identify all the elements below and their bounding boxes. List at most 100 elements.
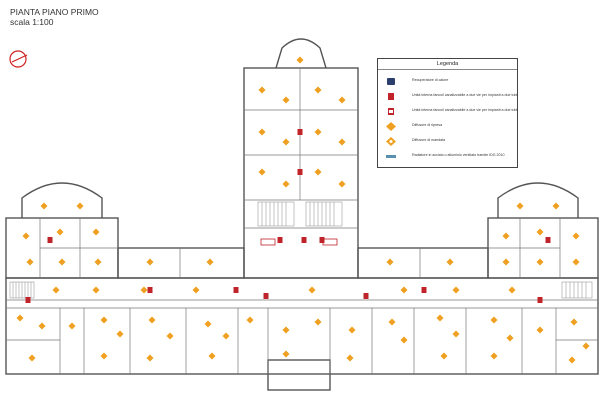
diffuser-icon: [536, 228, 544, 236]
diffuser-icon: [506, 334, 514, 342]
legend-row: Diffusore di ripresa: [378, 120, 517, 134]
drawing-scale: scala 1:100: [10, 17, 54, 27]
diffuser-icon: [314, 86, 322, 94]
diffuser-icon: [296, 56, 304, 64]
fancoil-icon: [233, 287, 239, 293]
diffusore-mandata-icon: [386, 137, 396, 146]
diffuser-icon: [52, 286, 60, 294]
fancoil-dual-icon: [388, 93, 394, 100]
diffuser-icon: [386, 258, 394, 266]
legend-title: Legenda: [378, 61, 517, 70]
legend-label: Unità interna fancoil canalizzabile a du…: [412, 108, 518, 112]
diffuser-icon: [146, 354, 154, 362]
diffuser-icon: [100, 352, 108, 360]
diffusore-ripresa-icon: [386, 122, 396, 131]
diffuser-icon: [148, 316, 156, 324]
diffuser-icon: [28, 354, 36, 362]
staircase-central: [257, 201, 343, 227]
diffuser-icon: [258, 86, 266, 94]
diffuser-icon: [568, 356, 576, 364]
fancoil-icon: [297, 129, 303, 135]
staircase-right: [561, 281, 593, 299]
diffuser-icon: [508, 286, 516, 294]
legend-row: Diffusore di mandata: [378, 135, 517, 149]
diffuser-icon: [100, 316, 108, 324]
diffuser-icon: [38, 322, 46, 330]
diffuser-icon: [582, 342, 590, 350]
diffuser-icon: [92, 286, 100, 294]
diffuser-icon: [282, 180, 290, 188]
diffuser-icon: [22, 232, 30, 240]
diffuser-icon: [40, 202, 48, 210]
drawing-title: PIANTA PIANO PRIMO scala 1:100: [10, 7, 99, 27]
fancoil-layer: [25, 129, 551, 303]
diffuser-icon: [206, 258, 214, 266]
diffuser-icon: [314, 168, 322, 176]
radiatore-icon: [386, 155, 396, 158]
diffuser-icon: [146, 258, 154, 266]
diffuser-icon: [446, 258, 454, 266]
diffuser-icon: [388, 318, 396, 326]
diffuser-icon: [346, 354, 354, 362]
fancoil-icon: [297, 169, 303, 175]
diffuser-icon: [338, 138, 346, 146]
legend-row: Recuperatore di calore: [378, 75, 517, 89]
legend-row: Radiatore in acciaio o alluminio ventila…: [378, 150, 517, 164]
diffuser-icon: [502, 258, 510, 266]
diffuser-icon: [452, 330, 460, 338]
fancoil-icon: [277, 237, 283, 243]
diffuser-icon: [116, 330, 124, 338]
diffuser-icon: [76, 202, 84, 210]
diffuser-icon: [166, 332, 174, 340]
fancoil-icon: [47, 237, 53, 243]
fancoil-quad-icon: [388, 108, 394, 115]
diffuser-icon: [502, 232, 510, 240]
diffuser-icon: [222, 332, 230, 340]
diffuser-icon: [282, 96, 290, 104]
legend-row: Unità interna fancoil canalizzabile a du…: [378, 90, 517, 104]
fancoil-icon: [147, 287, 153, 293]
fancoil-icon: [421, 287, 427, 293]
diffuser-layer: [16, 56, 590, 364]
fancoil-icon: [301, 237, 307, 243]
diffuser-icon: [536, 326, 544, 334]
diffuser-icon: [204, 320, 212, 328]
diffuser-icon: [436, 314, 444, 322]
north-arrow-icon: [9, 50, 28, 68]
diffuser-icon: [314, 318, 322, 326]
drawing-title-main: PIANTA PIANO PRIMO: [10, 7, 99, 17]
diffuser-icon: [572, 258, 580, 266]
diffuser-icon: [16, 314, 24, 322]
legend-label: Recuperatore di calore: [412, 78, 449, 82]
diffuser-icon: [572, 232, 580, 240]
fancoil-icon: [25, 297, 31, 303]
diffuser-icon: [68, 322, 76, 330]
diffuser-icon: [208, 352, 216, 360]
diffuser-icon: [282, 326, 290, 334]
legend-label: Diffusore di ripresa: [412, 123, 443, 127]
diffuser-icon: [348, 326, 356, 334]
recuperatore-icon: [322, 238, 338, 246]
diffuser-icon: [440, 352, 448, 360]
recuperatore-layer: [260, 238, 338, 246]
diffuser-icon: [314, 128, 322, 136]
diffuser-icon: [192, 286, 200, 294]
recuperatore-icon: [260, 238, 276, 246]
diffuser-icon: [282, 138, 290, 146]
fancoil-icon: [319, 237, 325, 243]
diffuser-icon: [140, 286, 148, 294]
diffuser-icon: [400, 336, 408, 344]
diffuser-icon: [58, 258, 66, 266]
diffuser-icon: [56, 228, 64, 236]
fancoil-icon: [545, 237, 551, 243]
diffuser-icon: [570, 318, 578, 326]
fancoil-icon: [363, 293, 369, 299]
diffuser-icon: [94, 258, 102, 266]
diffuser-icon: [452, 286, 460, 294]
diffuser-icon: [92, 228, 100, 236]
diffuser-icon: [26, 258, 34, 266]
diffuser-icon: [282, 350, 290, 358]
recuperatore-icon: [387, 78, 395, 85]
